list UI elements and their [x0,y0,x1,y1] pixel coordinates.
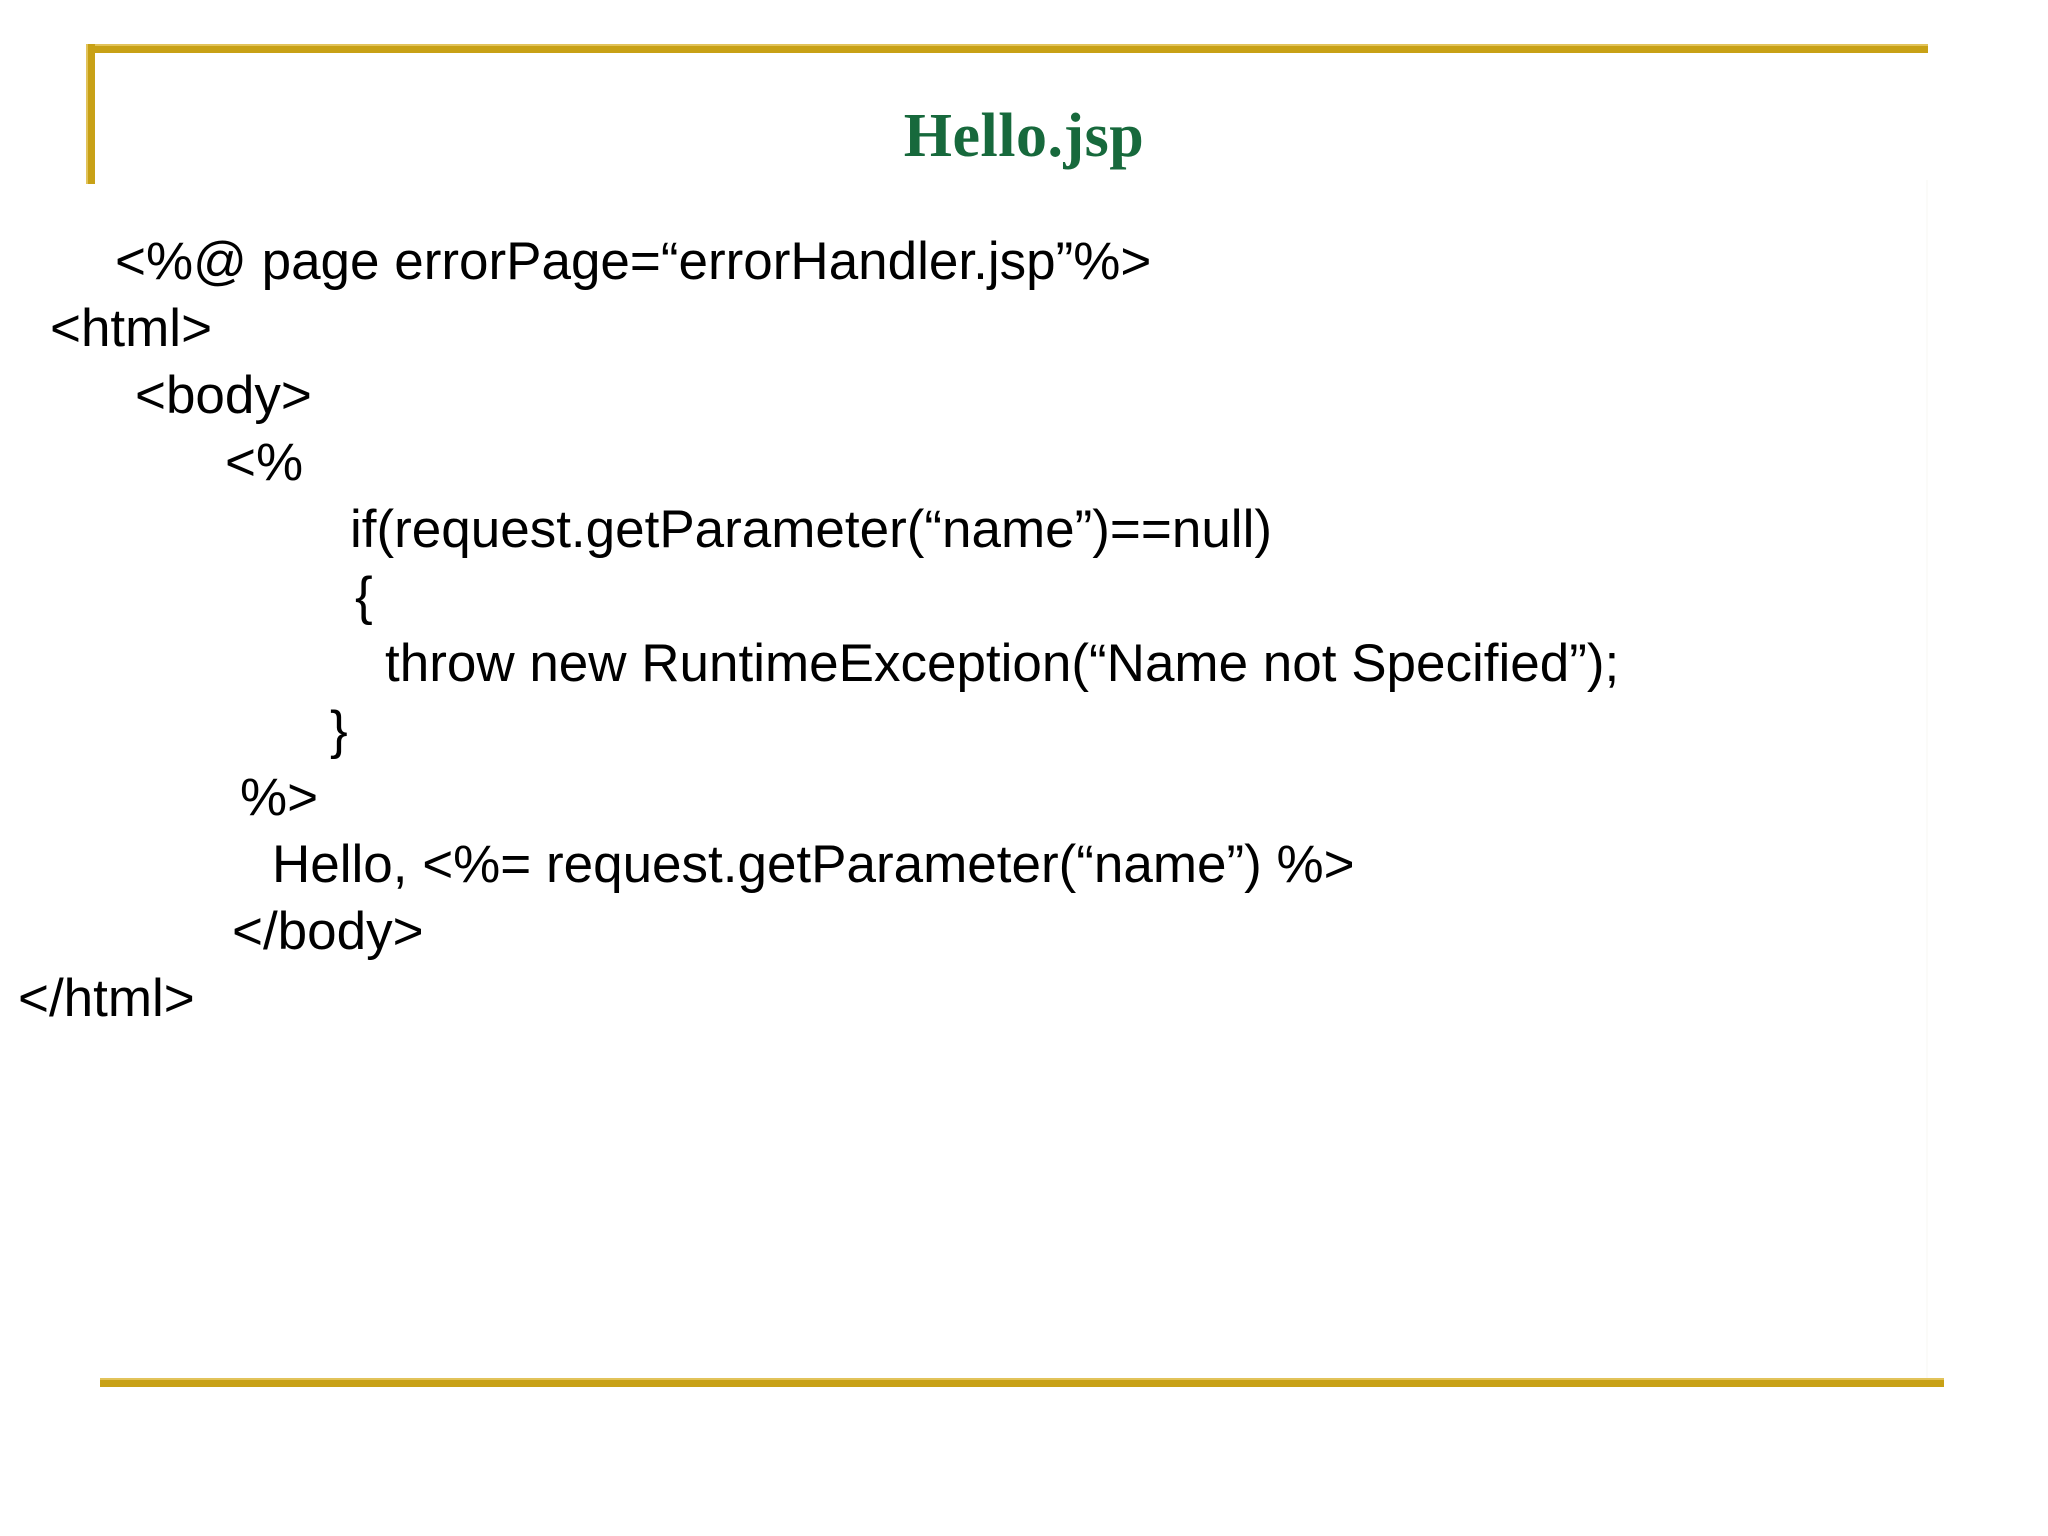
code-line: throw new RuntimeException(“Name not Spe… [385,634,1620,693]
code-line: if(request.getParameter(“name”)==null) [350,500,1272,559]
frame-top-rule [86,44,1928,53]
code-line: Hello, <%= request.getParameter(“name”) … [272,835,1355,894]
code-line: <% [225,433,304,492]
code-line: } [330,701,348,760]
code-line: <%@ page errorPage=“errorHandler.jsp”%> [115,232,1152,291]
code-line: { [355,567,373,626]
code-line: <html> [50,299,213,358]
code-line: </html> [18,969,195,1028]
frame-left-rule [86,44,95,184]
code-block: <%@ page errorPage=“errorHandler.jsp”%> <… [0,228,2048,1032]
frame-right-rule [1926,180,1928,1380]
code-line: <body> [135,366,312,425]
code-line: </body> [232,902,424,961]
frame-bottom-rule [100,1378,1944,1387]
code-line: %> [240,768,319,827]
page-title: Hello.jsp [903,102,1145,170]
